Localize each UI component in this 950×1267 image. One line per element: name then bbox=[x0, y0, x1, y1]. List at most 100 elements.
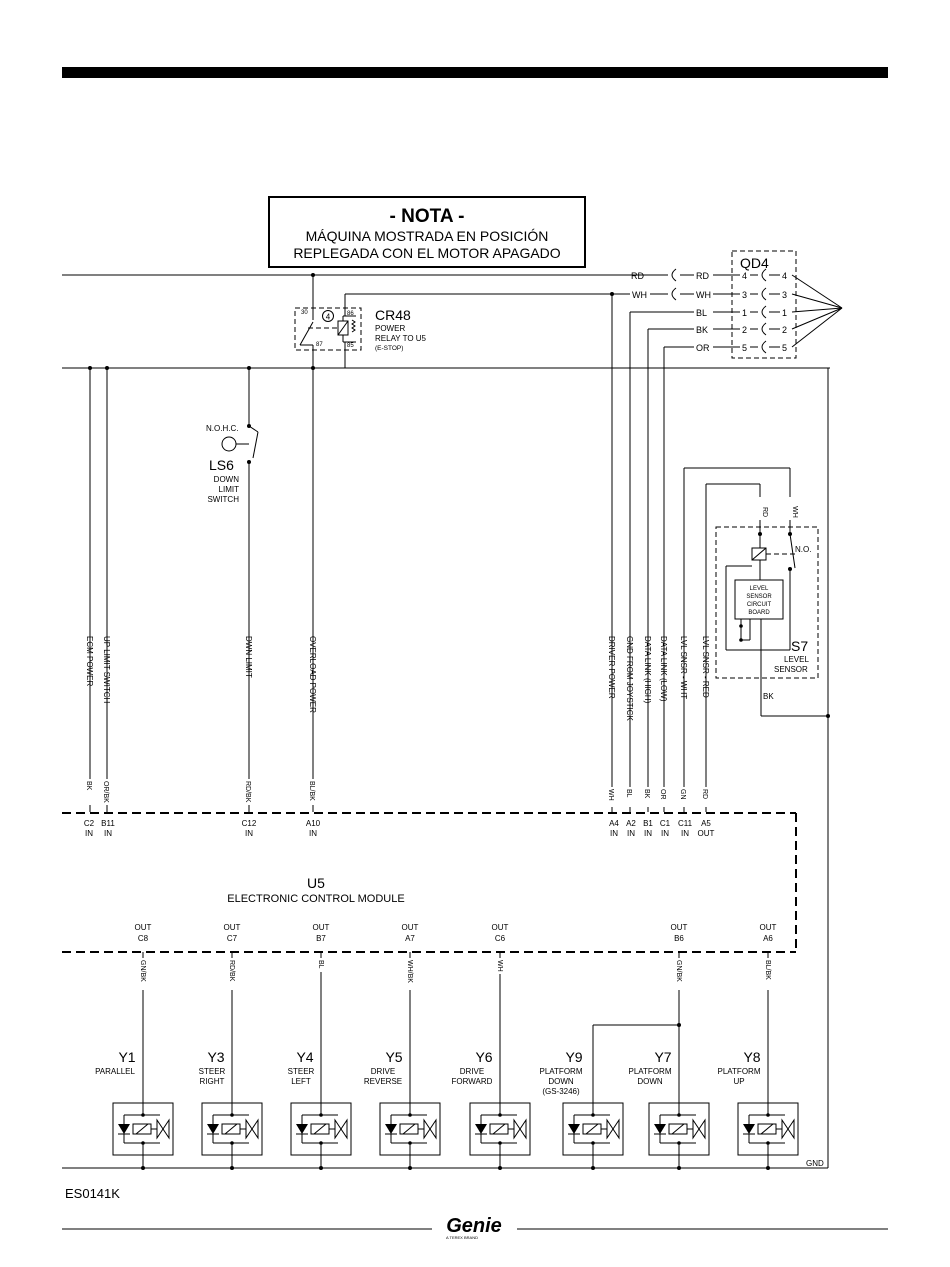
cr48-pin-85: 85 bbox=[347, 343, 354, 349]
input-label-7: DATA LINK (HIGH) bbox=[643, 636, 652, 704]
input-color-9: GN bbox=[679, 789, 686, 800]
drawing-number: ES0141K bbox=[65, 1186, 120, 1201]
qd4-row-4-pin: 2 bbox=[742, 325, 747, 335]
cr48-relay: 4 30 87 86 85 CR48 POWER RELAY TO U5 (E-… bbox=[294, 273, 614, 370]
s7-board-4: BOARD bbox=[748, 610, 770, 616]
s7-rd: RD bbox=[761, 507, 768, 517]
input-label-8: DATA LINK (LOW) bbox=[659, 636, 668, 702]
valve-name-y6: Y6 bbox=[475, 1049, 492, 1065]
valve-symbol-y9 bbox=[562, 1102, 624, 1156]
valve-symbol-y5 bbox=[379, 1102, 441, 1156]
s7-name: S7 bbox=[791, 638, 808, 654]
output-dir-4: OUT bbox=[402, 923, 419, 932]
input-dir-6: IN bbox=[627, 829, 635, 838]
input-color-4: BL/BK bbox=[308, 781, 315, 801]
cr48-marker: 4 bbox=[326, 313, 331, 322]
valve-y4-line-1: STEER bbox=[288, 1067, 315, 1076]
input-pin-10: A5 bbox=[701, 819, 711, 828]
s7-wh: WH bbox=[791, 506, 798, 518]
u5-name: U5 bbox=[307, 875, 325, 891]
valve-name-y7: Y7 bbox=[654, 1049, 671, 1065]
output-pin-4: A7 bbox=[405, 934, 415, 943]
cr48-pin-86: 86 bbox=[347, 311, 354, 317]
input-color-5: WH bbox=[607, 789, 614, 801]
input-color-7: BK bbox=[643, 789, 650, 799]
valve-name-y9: Y9 bbox=[565, 1049, 582, 1065]
u5-ecm: U5 ELECTRONIC CONTROL MODULE bbox=[62, 812, 797, 953]
header-bar bbox=[62, 67, 888, 78]
qd4-row-5-color2: OR bbox=[696, 343, 710, 353]
input-label-4: OVERLOAD POWER bbox=[308, 636, 317, 713]
s7-line-1: LEVEL bbox=[784, 655, 809, 664]
output-color-4: WH/BK bbox=[406, 960, 413, 983]
valve-y9-line-2: DOWN bbox=[548, 1077, 574, 1086]
input-pin-2: B11 bbox=[101, 819, 115, 828]
input-pin-9: C11 bbox=[678, 819, 693, 828]
s7-bk: BK bbox=[763, 692, 774, 701]
qd4-row-3-pin-b: 1 bbox=[782, 308, 787, 318]
qd4-row-2-pin: 3 bbox=[742, 290, 747, 300]
valve-y9-line-3: (GS-3246) bbox=[542, 1087, 580, 1096]
input-color-8: OR bbox=[659, 789, 666, 800]
output-color-2: RD/BK bbox=[228, 960, 235, 982]
cr48-line-3: (E-STOP) bbox=[375, 345, 403, 352]
input-label-9: LVL SNSR - WHT bbox=[679, 636, 688, 699]
valve-name-y3: Y3 bbox=[207, 1049, 224, 1065]
cr48-line-1: POWER bbox=[375, 324, 405, 333]
cr48-line-2: RELAY TO U5 bbox=[375, 334, 427, 343]
s7-level-sensor: RD WH N.O. LEVEL SENSOR CIRCUIT BOARD S7… bbox=[683, 467, 830, 812]
input-pin-5: A4 bbox=[609, 819, 619, 828]
input-pin-4: A10 bbox=[306, 819, 321, 828]
valve-y6-line-2: FORWARD bbox=[452, 1077, 493, 1086]
qd4-row-4-pin-b: 2 bbox=[782, 325, 787, 335]
valve-y6-line-1: DRIVE bbox=[460, 1067, 484, 1076]
s7-board-2: SENSOR bbox=[746, 594, 772, 600]
valve-y1-line-1: PARALLEL bbox=[95, 1067, 135, 1076]
ls6-switch: N.O.H.C. LS6 DOWN LIMIT SWITCH bbox=[206, 366, 259, 812]
input-color-10: RD bbox=[701, 789, 708, 799]
valve-y8-line-1: PLATFORM bbox=[718, 1067, 761, 1076]
input-label-10: LVL SNSR - RED bbox=[701, 636, 710, 698]
input-label-1: ECM POWER bbox=[85, 636, 94, 686]
s7-board-3: CIRCUIT bbox=[747, 602, 772, 608]
cr48-name: CR48 bbox=[375, 307, 411, 323]
valve-y9-line-1: PLATFORM bbox=[540, 1067, 583, 1076]
qd4-rows: RD RD 4 4 WH WH 3 3 BL 1 1 BK 2 bbox=[612, 268, 843, 354]
cr48-pin-30: 30 bbox=[301, 310, 308, 316]
valve-name-y1: Y1 bbox=[118, 1049, 135, 1065]
input-wire-labels: ECM POWER UP LIMIT SWITCH DWN LIMIT OVER… bbox=[85, 636, 710, 722]
input-dir-4: IN bbox=[309, 829, 317, 838]
input-label-5: DRIVER POWER bbox=[607, 636, 616, 699]
valve-symbol-y1 bbox=[112, 1102, 174, 1156]
output-pin-5: C6 bbox=[495, 934, 506, 943]
qd4-row-4-color2: BK bbox=[696, 325, 708, 335]
s7-board-1: LEVEL bbox=[750, 586, 769, 592]
valve-labels: Y1 PARALLEL Y3 STEER RIGHT Y4 STEER LEFT… bbox=[95, 1049, 761, 1096]
input-dir-2: IN bbox=[104, 829, 112, 838]
gnd-label: GND bbox=[806, 1159, 824, 1168]
qd4-connector: QD4 bbox=[731, 250, 797, 359]
input-dir-5: IN bbox=[610, 829, 618, 838]
valve-name-y5: Y5 bbox=[385, 1049, 402, 1065]
valve-symbol-y7 bbox=[648, 1102, 710, 1156]
valve-y7-line-1: PLATFORM bbox=[629, 1067, 672, 1076]
qd4-row-2-color2: WH bbox=[696, 290, 711, 300]
ls6-line-2: LIMIT bbox=[219, 485, 240, 494]
output-color-3: BL bbox=[317, 960, 324, 969]
input-pin-3: C12 bbox=[242, 819, 257, 828]
output-color-1: GN/BK bbox=[139, 960, 146, 982]
qd4-row-1-color2: RD bbox=[696, 271, 709, 281]
valve-y7-line-2: DOWN bbox=[637, 1077, 663, 1086]
valve-y5-line-2: REVERSE bbox=[364, 1077, 402, 1086]
logo-sub: A TEREX BRAND bbox=[446, 1235, 478, 1240]
valve-y5-line-1: DRIVE bbox=[371, 1067, 395, 1076]
output-pin-1: C8 bbox=[138, 934, 149, 943]
valve-symbol-y6 bbox=[469, 1102, 531, 1156]
qd4-row-1-pin-b: 4 bbox=[782, 271, 787, 281]
input-dir-9: IN bbox=[681, 829, 689, 838]
input-color-3: RD/BK bbox=[244, 781, 251, 803]
qd4-row-1-pin: 4 bbox=[742, 271, 747, 281]
s7-line-2: SENSOR bbox=[774, 665, 808, 674]
output-dir-6: OUT bbox=[671, 923, 688, 932]
input-color-2: OR/BK bbox=[102, 781, 109, 803]
